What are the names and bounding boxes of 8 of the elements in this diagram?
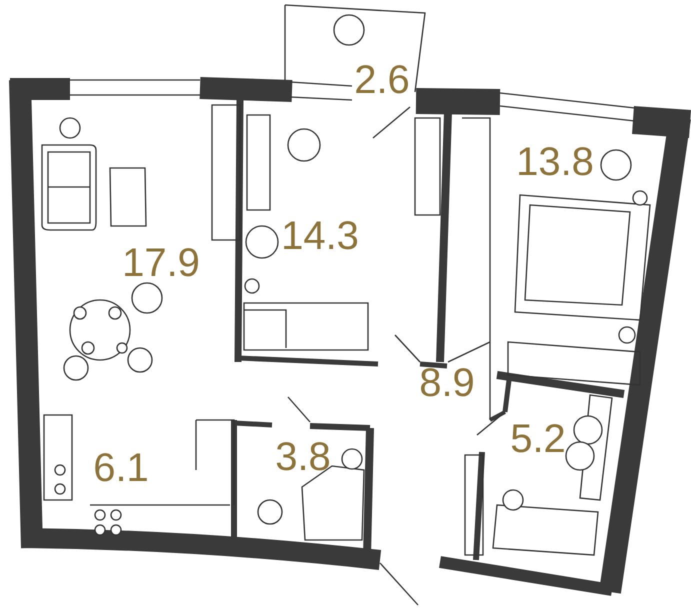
room-area: 8.9	[419, 363, 475, 403]
room-area: 6.1	[93, 448, 149, 488]
room-area: 14.3	[281, 216, 359, 256]
room-area: 13.8	[516, 142, 594, 182]
room-area: 5.2	[510, 419, 566, 459]
room-area: 17.9	[122, 243, 200, 283]
room-area: 2.6	[354, 60, 410, 100]
room-area: 3.8	[275, 437, 331, 477]
